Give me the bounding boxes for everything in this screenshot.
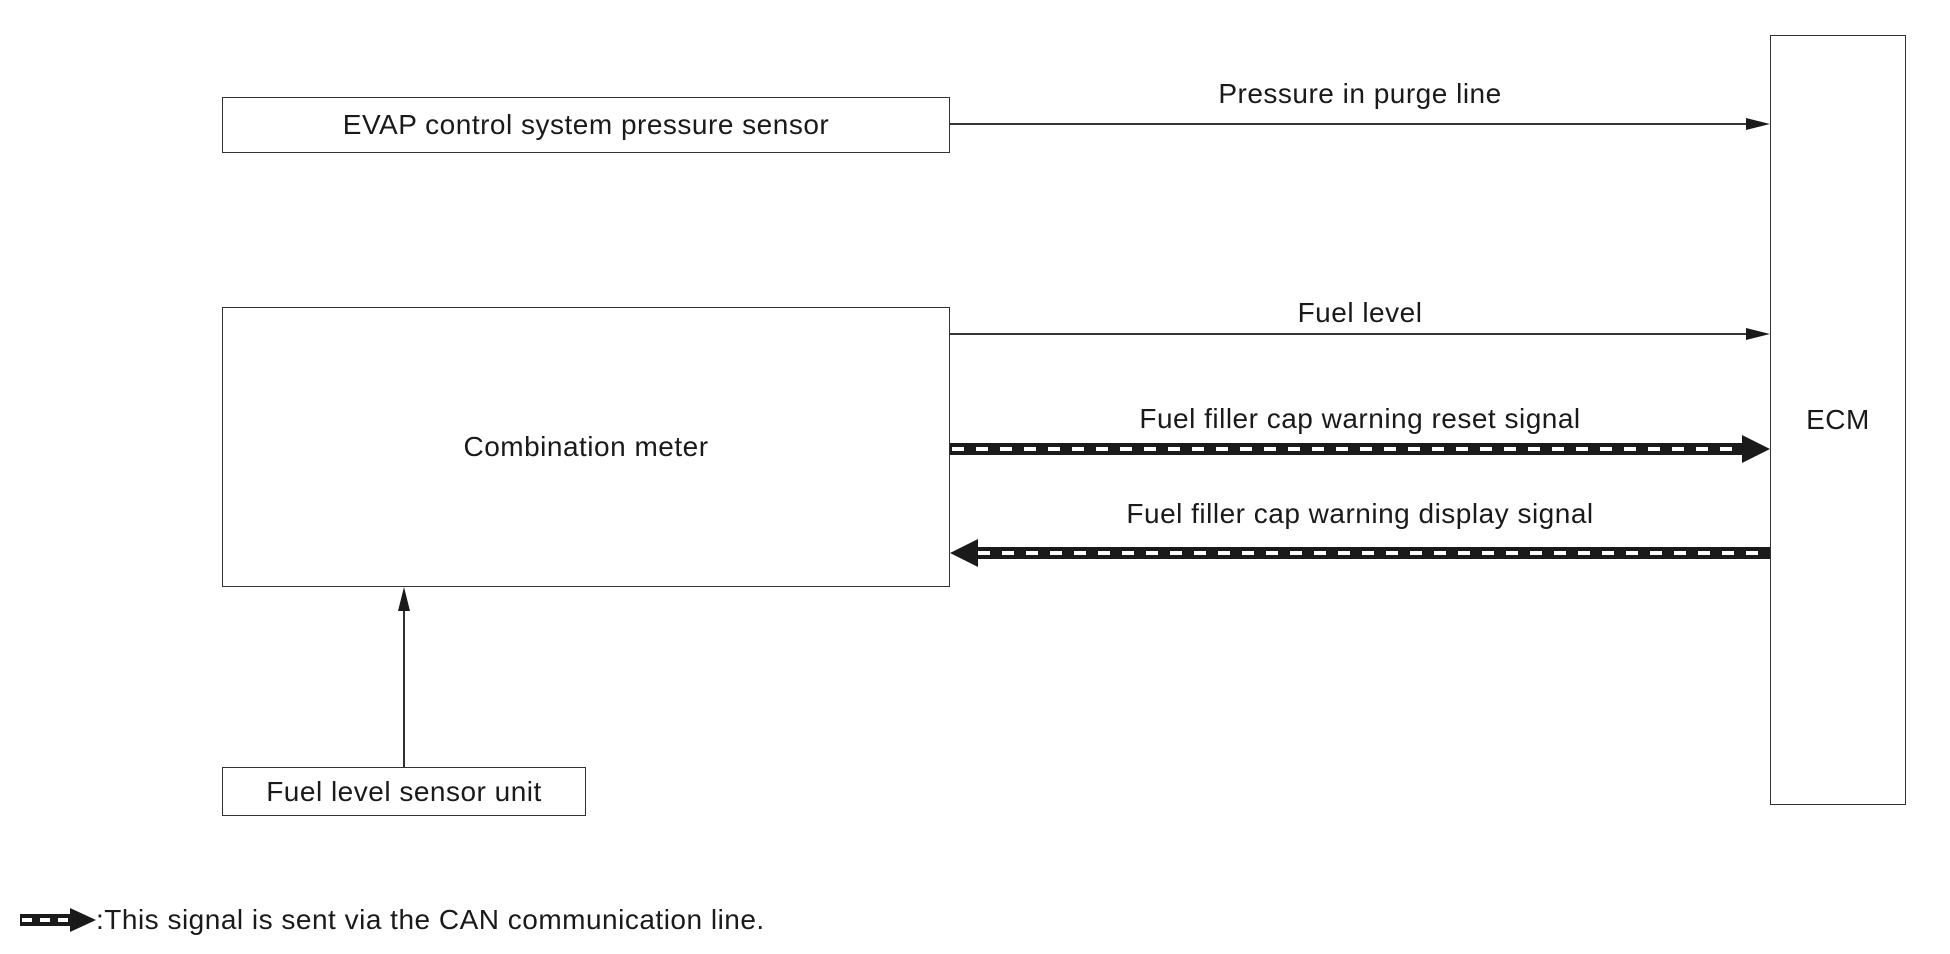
pressure-signal-label: Pressure in purge line xyxy=(1218,78,1502,109)
ecm-box: ECM xyxy=(1770,35,1906,805)
fuel-level-sensor-box: Fuel level sensor unit xyxy=(222,767,586,816)
fuel-level-signal-arrow xyxy=(950,328,1770,340)
reset-signal-label: Fuel filler cap warning reset signal xyxy=(1139,403,1581,434)
sensor-to-meter-arrow xyxy=(398,587,410,767)
display-signal-label: Fuel filler cap warning display signal xyxy=(1126,498,1594,529)
combination-meter-label: Combination meter xyxy=(463,431,709,462)
evap-pressure-sensor-box: EVAP control system pressure sensor xyxy=(222,97,950,153)
fuel-level-sensor-label: Fuel level sensor unit xyxy=(266,775,542,807)
legend: :This signal is sent via the CAN communi… xyxy=(20,900,765,940)
reset-signal-can-arrow xyxy=(950,435,1770,463)
legend-text: :This signal is sent via the CAN communi… xyxy=(96,904,765,935)
fuel-level-signal-label: Fuel level xyxy=(1297,297,1423,328)
can-line-legend-icon xyxy=(20,908,96,932)
ecm-label: ECM xyxy=(1806,404,1870,435)
pressure-signal-arrow xyxy=(950,118,1770,130)
combination-meter-box: Combination meter xyxy=(222,307,950,587)
evap-pressure-sensor-label: EVAP control system pressure sensor xyxy=(342,109,830,140)
display-signal-can-arrow xyxy=(950,539,1770,567)
